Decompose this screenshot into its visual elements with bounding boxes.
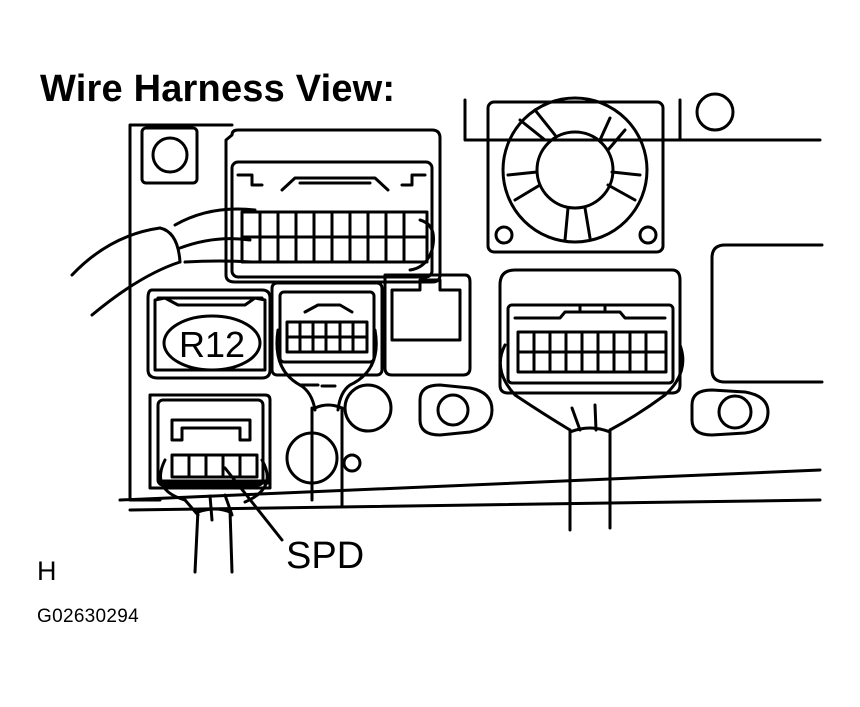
connector-spd xyxy=(148,393,272,490)
spd-label: SPD xyxy=(286,535,365,577)
r12-label: R12 xyxy=(179,324,245,365)
cable-top-left xyxy=(70,207,435,317)
cable-right xyxy=(498,343,685,532)
figure-id: G02630294 xyxy=(37,606,140,627)
panel-outline xyxy=(118,98,822,512)
side-box xyxy=(710,243,824,384)
connector-r12 xyxy=(146,288,272,380)
corner-mark: H xyxy=(37,556,57,586)
connector-middle-small xyxy=(270,281,384,377)
mounting-hole-top-left xyxy=(140,126,199,185)
connector-right-large xyxy=(498,268,682,395)
cooling-fan xyxy=(486,96,665,254)
connector-top-large xyxy=(224,128,442,284)
spd-leader-line xyxy=(223,466,284,542)
mounting-hole-top-right xyxy=(695,92,735,132)
socket-rj xyxy=(383,273,472,377)
oval-boss-right xyxy=(690,388,770,437)
oval-boss-center xyxy=(418,383,494,437)
cable-middle xyxy=(275,328,378,507)
diagram-title: Wire Harness View: xyxy=(40,68,396,110)
